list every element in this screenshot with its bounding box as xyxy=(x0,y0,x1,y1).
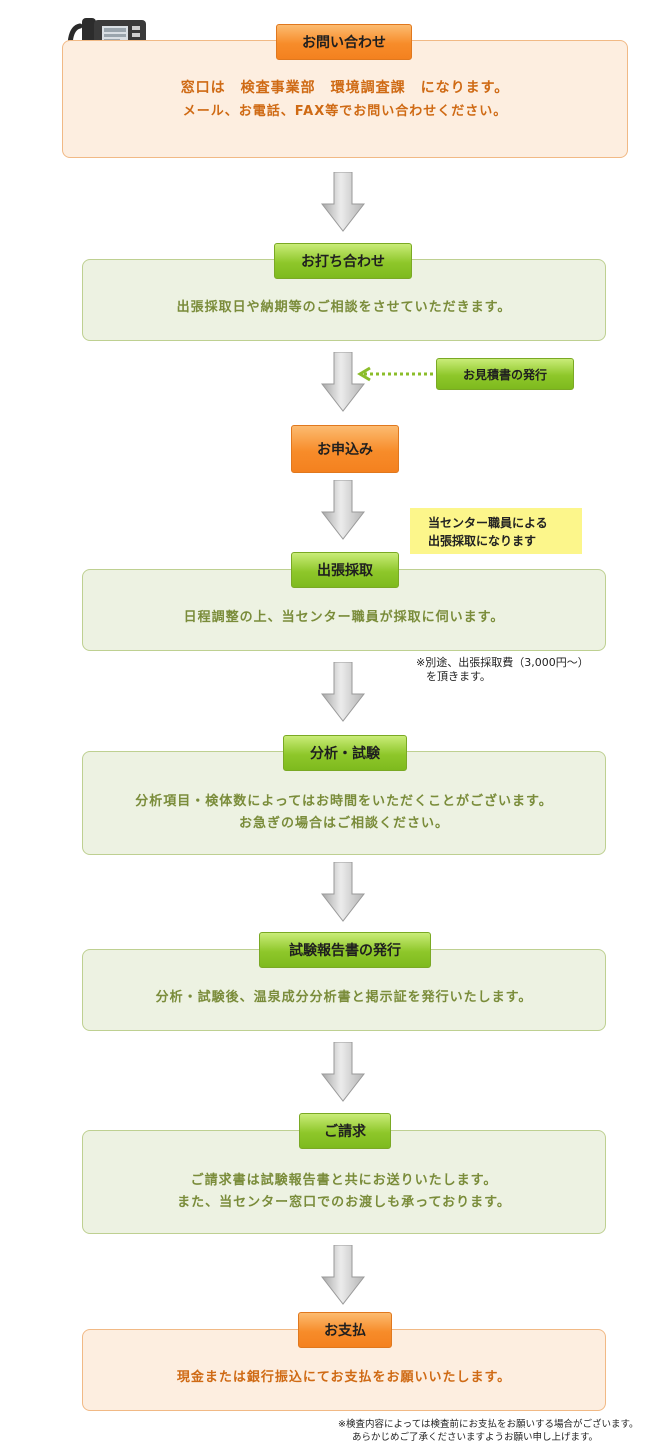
down-arrow-icon xyxy=(321,662,365,722)
step-label-analysis: 分析・試験 xyxy=(283,735,407,771)
step-label-sampling: 出張採取 xyxy=(291,552,399,588)
payment-line-1: 現金または銀行振込にてお支払をお願いいたします。 xyxy=(176,1370,512,1385)
billing-line-1: ご請求書は試験報告書と共にお送りいたします。 xyxy=(190,1173,498,1188)
dotted-left-arrow-icon xyxy=(357,366,434,382)
fee-note-line-2: を頂きます。 xyxy=(426,670,491,683)
inquiry-line-2: メール、お電話、FAX等でお問い合わせください。 xyxy=(182,104,508,119)
footer-note-line-1: ※検査内容によっては検査前にお支払をお願いする場合がございます。 xyxy=(338,1419,639,1430)
step-box-analysis: 分析項目・検体数によってはお時間をいただくことがございます。 お急ぎの場合はご相… xyxy=(82,751,606,855)
down-arrow-icon xyxy=(321,862,365,922)
estimate-label: お見積書の発行 xyxy=(436,358,574,390)
analysis-line-2: お急ぎの場合はご相談ください。 xyxy=(238,816,449,831)
fee-note-line-1: ※別途、出張採取費（3,000円〜） xyxy=(416,656,589,669)
step-label-inquiry: お問い合わせ xyxy=(276,24,412,60)
report-line-1: 分析・試験後、温泉成分分析書と掲示証を発行いたします。 xyxy=(155,990,533,1005)
step-label-billing: ご請求 xyxy=(299,1113,391,1149)
footer-note-line-2: あらかじめご了承くださいますようお願い申し上げます。 xyxy=(352,1432,599,1443)
billing-line-2: また、当センター窓口でのお渡しも承っております。 xyxy=(177,1195,511,1210)
analysis-line-1: 分析項目・検体数によってはお時間をいただくことがございます。 xyxy=(135,794,553,809)
down-arrow-icon xyxy=(321,480,365,540)
step-label-meeting: お打ち合わせ xyxy=(274,243,412,279)
down-arrow-icon xyxy=(321,172,365,232)
sampling-line-1: 日程調整の上、当センター職員が採取に伺います。 xyxy=(183,610,505,625)
fee-note: ※別途、出張採取費（3,000円〜） を頂きます。 xyxy=(416,656,589,684)
step-label-application: お申込み xyxy=(291,425,399,473)
down-arrow-icon xyxy=(321,352,365,412)
step-label-report: 試験報告書の発行 xyxy=(259,932,431,968)
staff-note-line-2: 出張採取になります xyxy=(428,534,537,548)
down-arrow-icon xyxy=(321,1245,365,1305)
down-arrow-icon xyxy=(321,1042,365,1102)
inquiry-line-1: 窓口は 検査事業部 環境調査課 になります。 xyxy=(180,80,510,96)
meeting-line-1: 出張採取日や納期等のご相談をさせていただきます。 xyxy=(176,300,512,315)
step-label-payment: お支払 xyxy=(298,1312,392,1348)
step-box-billing: ご請求書は試験報告書と共にお送りいたします。 また、当センター窓口でのお渡しも承… xyxy=(82,1130,606,1234)
staff-note-line-1: 当センター職員による xyxy=(428,516,548,530)
staff-note: 当センター職員による 出張採取になります xyxy=(410,508,582,554)
